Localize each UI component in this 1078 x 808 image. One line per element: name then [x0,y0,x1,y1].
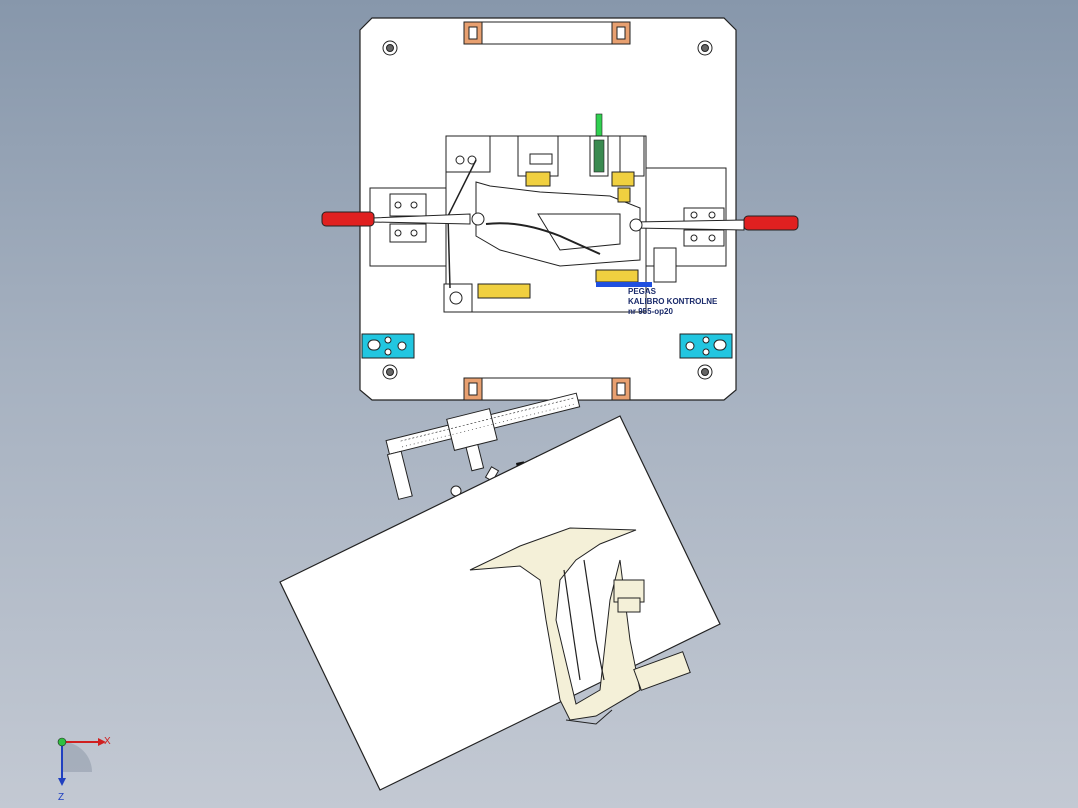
locating-pad-right[interactable] [679,333,733,359]
corner-bolt-bottom-right [697,364,713,380]
green-sensor-pin [589,113,609,177]
sheet-metal-part-3d[interactable] [469,527,691,725]
nameplate-line-2: KALIBRO KONTROLNE [628,297,718,306]
tilted-base-plate[interactable] [279,415,721,791]
brass-insert-bottom [477,269,652,299]
left-toggle-clamp[interactable] [371,193,485,243]
corner-bolt-top-left [382,40,398,56]
right-clamp-handle-grip[interactable] [743,215,799,231]
triad-z-label: Z [58,792,64,803]
nameplate-line-1: PEGAS [628,287,657,296]
fixture-nameplate: PEGAS KALIBRO KONTROLNE nr 955-op20 [628,287,718,316]
left-clamp-handle-grip[interactable] [321,211,375,227]
corner-bolt-top-right [697,40,713,56]
brass-insert-top [525,171,635,203]
locating-pad-left[interactable] [361,333,415,359]
vernier-caliper[interactable] [383,387,591,500]
corner-bolt-bottom-left [382,364,398,380]
coordinate-triad: X Z [57,736,111,803]
triad-x-label: X [104,736,111,747]
bottom-lifting-handle[interactable] [463,377,631,401]
right-toggle-clamp[interactable] [629,207,745,247]
top-lifting-handle[interactable] [463,21,631,45]
nameplate-line-3: nr 955-op20 [628,307,673,316]
